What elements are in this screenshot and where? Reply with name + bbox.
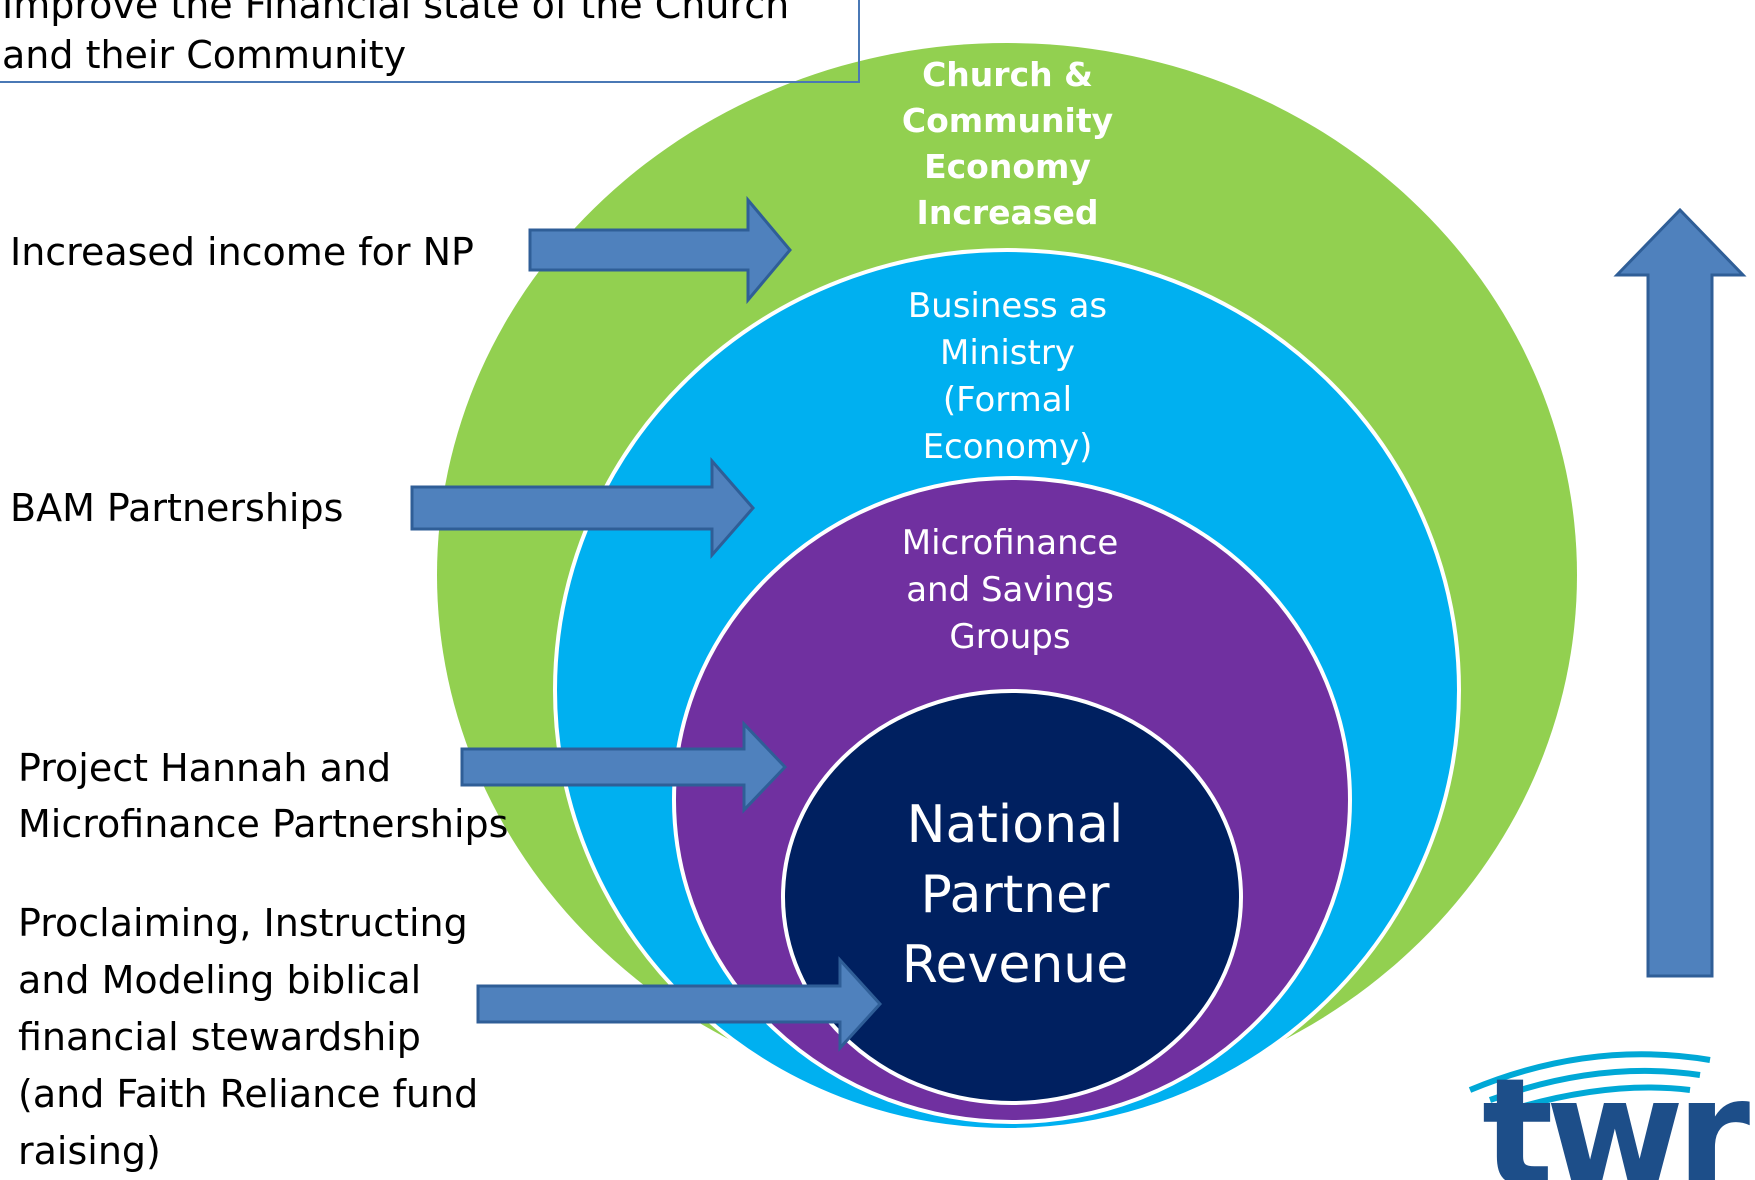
goal-line-1: Improve the Financial state of the Churc… bbox=[2, 0, 790, 27]
arrow-up-growth bbox=[1613, 207, 1747, 978]
label-microfinance: Microfinance and Savings Groups bbox=[901, 523, 1119, 657]
label-business-as-ministry: Business as Ministry (Formal Economy) bbox=[907, 286, 1108, 467]
arrow-proclaiming bbox=[476, 956, 883, 1052]
goal-line-2: and their Community bbox=[2, 33, 407, 77]
label-project-hannah: Project Hannah and Microfinance Partners… bbox=[18, 746, 509, 846]
label-proclaiming-stewardship: Proclaiming, Instructing and Modeling bi… bbox=[18, 901, 479, 1173]
label-increased-income: Increased income for NP bbox=[10, 230, 474, 274]
arrow-bam-partnerships bbox=[410, 456, 755, 560]
twr-logo: twr bbox=[1482, 1047, 1750, 1180]
circle-national-partner-revenue bbox=[781, 689, 1243, 1105]
arrow-increased-income bbox=[528, 195, 792, 305]
arrow-project-hannah bbox=[460, 720, 788, 814]
label-national-partner-revenue: National Partner Revenue bbox=[901, 795, 1129, 995]
goal-box: Improve the Financial state of the Churc… bbox=[0, 0, 860, 83]
twr-signal-waves-icon bbox=[1468, 1051, 1711, 1113]
label-church-community-economy: Church & Community Economy Increased bbox=[901, 55, 1114, 232]
label-bam-partnerships: BAM Partnerships bbox=[10, 486, 344, 530]
